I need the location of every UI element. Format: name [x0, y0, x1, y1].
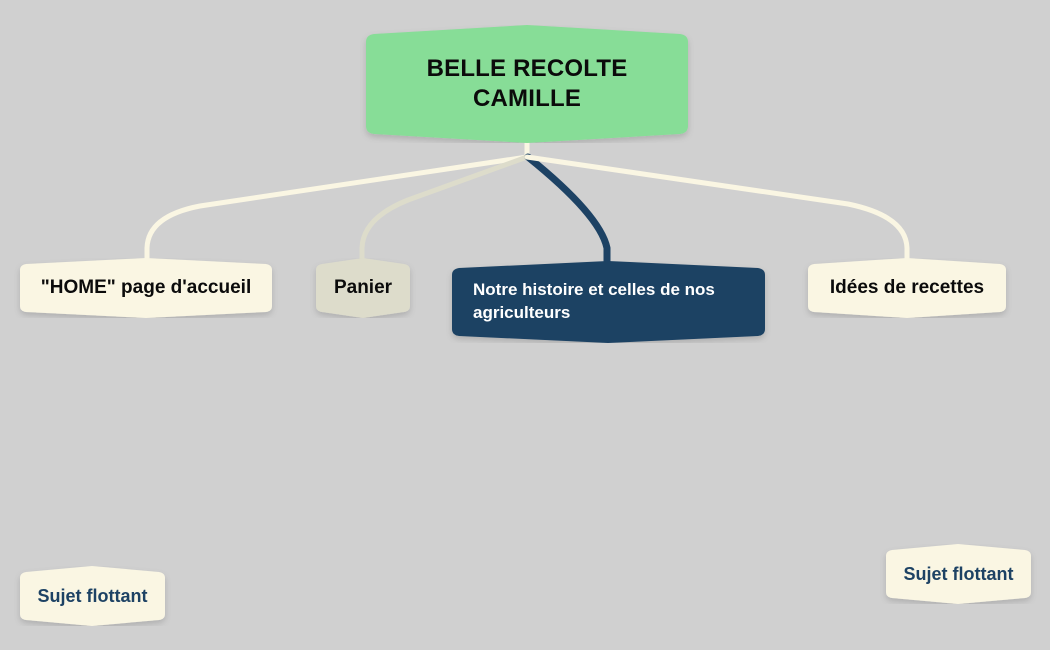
- node-floating-right-label: Sujet flottant: [903, 563, 1014, 584]
- node-floating-right[interactable]: Sujet flottant: [880, 544, 1037, 604]
- node-histoire-shape: [452, 261, 765, 343]
- connector-to-recettes: [524, 154, 910, 269]
- node-histoire-label: Notre histoire et celles de nos agricult…: [473, 280, 720, 322]
- connector-to-histoire: [524, 153, 611, 276]
- node-home[interactable]: "HOME" page d'accueil: [14, 258, 278, 318]
- connector-to-panier: [359, 154, 530, 269]
- node-recettes-label: Idées de recettes: [829, 277, 985, 298]
- node-root-shape: [366, 25, 688, 143]
- node-floating-left[interactable]: Sujet flottant: [14, 566, 171, 626]
- node-recettes[interactable]: Idées de recettes: [802, 258, 1012, 318]
- node-panier[interactable]: Panier: [310, 258, 416, 318]
- node-home-shape: [20, 258, 272, 318]
- node-floating-left-label: Sujet flottant: [37, 585, 148, 606]
- node-root-label: BELLE RECOLTE CAMILLE: [426, 54, 635, 112]
- node-home-label: "HOME" page d'accueil: [40, 277, 252, 298]
- node-root[interactable]: BELLE RECOLTE CAMILLE: [358, 25, 696, 143]
- connector-to-home: [144, 154, 530, 269]
- node-recettes-shape: [808, 258, 1006, 318]
- node-histoire[interactable]: Notre histoire et celles de nos agricult…: [445, 261, 772, 343]
- node-panier-label: Panier: [333, 277, 393, 298]
- node-panier-shape: [316, 258, 410, 318]
- node-floating-left-shape: [20, 566, 165, 626]
- node-floating-right-shape: [886, 544, 1031, 604]
